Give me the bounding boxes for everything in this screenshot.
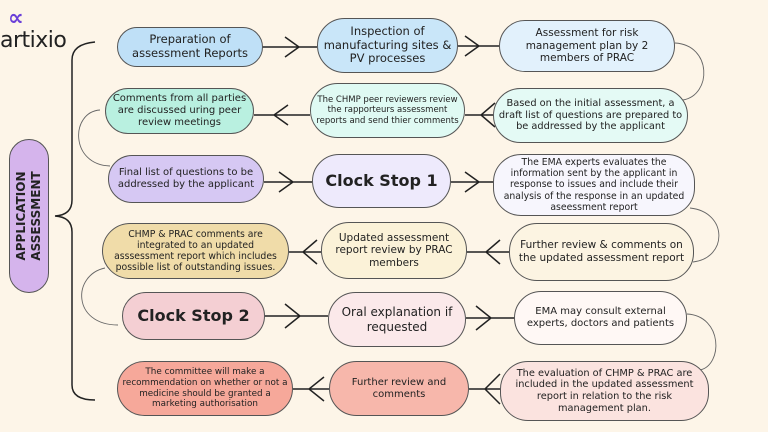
arrow-right (451, 171, 493, 193)
step-further-review: Further review & comments on the updated… (509, 223, 694, 281)
step-further-review-comments: Further review and comments (329, 361, 469, 416)
step-ema-evaluation: The EMA experts evaluates the informatio… (493, 154, 695, 216)
step-comments-discussed: Comments from all parties are discussed … (105, 88, 254, 134)
arrow-right (466, 305, 514, 331)
logo-symbol-icon: ∝ (8, 6, 24, 31)
arrow-right (265, 303, 328, 329)
step-oral-explanation: Oral explanation if requested (328, 292, 466, 347)
step-committee-recommendation: The committee will make a recommendation… (117, 361, 293, 416)
loop-left (81, 267, 119, 326)
step-risk-plan-assessment: Assessment for risk management plan by 2… (499, 20, 675, 72)
step-prac-review: Updated assessment report review by PRAC… (321, 222, 467, 279)
loop-right (686, 313, 717, 371)
step-peer-review: The CHMP peer reviewers review the rappo… (310, 83, 465, 138)
step-clock-stop-2: Clock Stop 2 (122, 292, 265, 340)
step-draft-questions: Based on the initial assessment, a draft… (493, 88, 688, 143)
step-clock-stop-1: Clock Stop 1 (312, 154, 451, 208)
arrow-right (264, 171, 312, 193)
logo-text: artixio (0, 28, 67, 53)
loop-right (674, 42, 705, 101)
arrow-left (289, 239, 321, 265)
bracket (54, 41, 96, 401)
step-inspection: Inspection of manufacturing sites & PV p… (317, 18, 458, 73)
arrow-left (465, 102, 496, 128)
step-preparation-reports: Preparation of assessment Reports (117, 27, 263, 67)
step-consult-experts: EMA may consult external experts, doctor… (514, 291, 687, 345)
arrow-left (254, 104, 310, 126)
arrow-right (458, 35, 499, 57)
loop-left (78, 109, 111, 167)
arrow-left (293, 376, 329, 402)
arrow-left (467, 239, 509, 265)
step-comments-integrated: CHMP & PRAC comments are integrated to a… (102, 223, 289, 279)
arrow-left (469, 373, 501, 405)
step-final-questions: Final list of questions to be addressed … (108, 155, 264, 203)
application-assessment-label: APPLICATION ASSESSMENT (9, 139, 49, 293)
step-chmp-prac-evaluation: The evaluation of CHMP & PRAC are includ… (500, 361, 709, 421)
loop-right (689, 207, 720, 263)
